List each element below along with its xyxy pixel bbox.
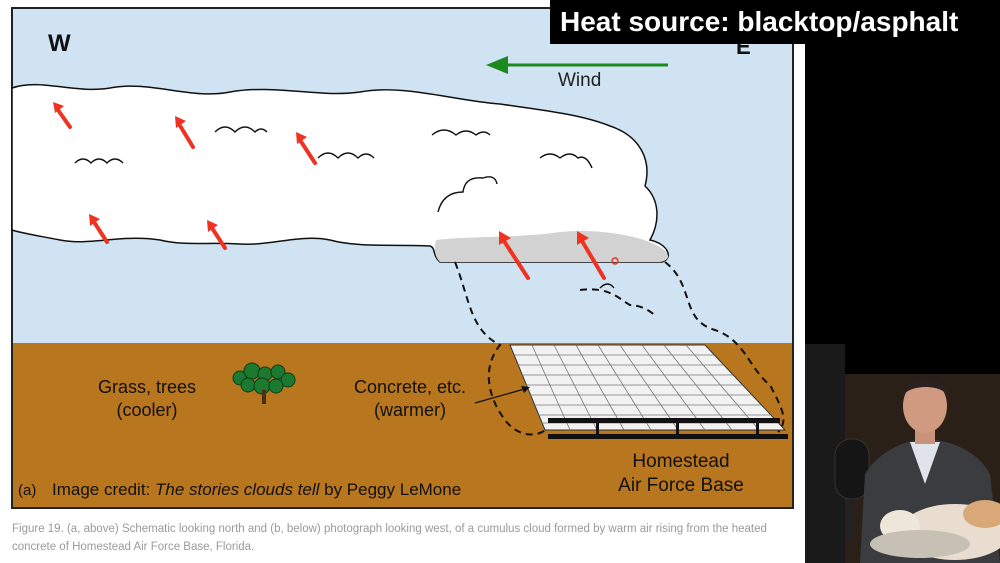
credit-suffix: by Peggy LeMone [319,480,461,499]
concrete-label-line2: (warmer) [340,399,480,422]
base-label-line2: Air Force Base [596,474,766,498]
concrete-label-line1: Concrete, etc. [340,376,480,399]
presenter-webcam [805,44,1000,563]
grass-label-line1: Grass, trees [82,376,212,399]
figure-caption: Figure 19. (a, above) Schematic looking … [12,520,802,556]
image-credit: Image credit: The stories clouds tell by… [52,480,461,500]
credit-prefix: Image credit: [52,480,155,499]
base-label: Homestead Air Force Base [596,450,766,498]
label-west: W [48,30,71,58]
base-label-line1: Homestead [596,450,766,474]
wind-label: Wind [558,70,601,92]
grass-label: Grass, trees (cooler) [82,376,212,422]
grass-label-line2: (cooler) [82,399,212,422]
concrete-label: Concrete, etc. (warmer) [340,376,480,422]
credit-title: The stories clouds tell [155,480,319,499]
panel-letter: (a) [18,482,36,499]
overlay-title: Heat source: blacktop/asphalt [550,0,1000,44]
